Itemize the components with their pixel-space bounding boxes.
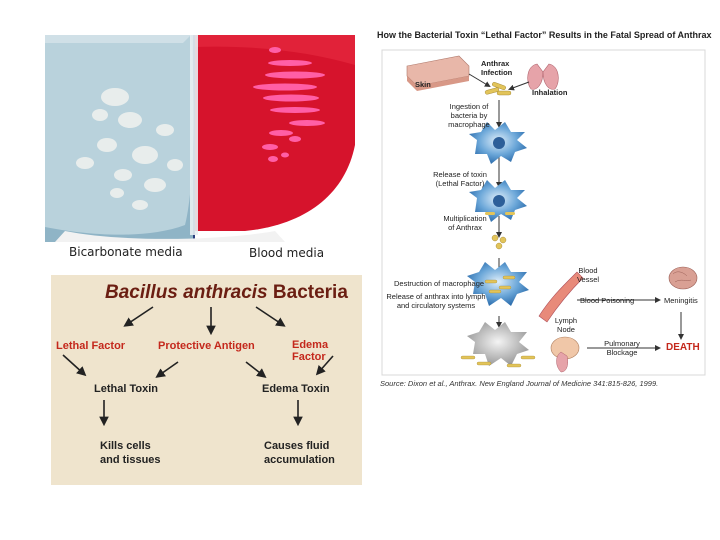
multiplication-dots — [491, 234, 507, 250]
blood-media-caption: Blood media — [249, 246, 325, 260]
release-lymph-label: Release of anthrax into lymph and circul… — [384, 292, 488, 310]
multiplication-line2: of Anthrax — [448, 223, 482, 232]
release-toxin-line1: Release of toxin — [433, 170, 487, 179]
release-toxin-label: Release of toxin (Lethal Factor) — [425, 170, 495, 188]
lymph-node-line2: Node — [557, 325, 575, 334]
macrophage-4 — [460, 322, 536, 368]
petri-dish-photo — [45, 35, 355, 242]
pathway-title-rest: Bacteria — [267, 282, 348, 303]
pulmonary-label: Pulmonary Blockage — [599, 339, 645, 357]
lymph-node-line1: Lymph — [554, 316, 578, 325]
ingestion-line2: bacteria by — [450, 111, 488, 120]
pulmonary-line2: Blockage — [606, 348, 638, 357]
lethal-toxin-label: Lethal Toxin — [94, 383, 158, 395]
lymph-node-label: Lymph Node — [551, 316, 581, 334]
toxin-pathway-diagram: Bacillus anthracis Bacteria Lethal Facto… — [51, 275, 362, 485]
multiplication-label: Multiplication of Anthrax — [435, 214, 495, 232]
lethal-factor-label: Lethal Factor — [56, 340, 126, 352]
causes-fluid-line2: accumulation — [264, 454, 335, 466]
lungs-illustration — [527, 63, 559, 90]
blood-vessel-label: Blood Vessel — [573, 266, 603, 284]
arrow-ef-to-edema-toxin — [315, 355, 334, 376]
ingestion-label: Ingestion of bacteria by macrophage — [439, 102, 499, 129]
macrophage-3 — [467, 262, 529, 306]
skin-illustration — [406, 55, 470, 91]
release-toxin-line2: (Lethal Factor) — [435, 179, 485, 188]
bicarbonate-media-caption: Bicarbonate media — [69, 245, 183, 259]
arrow-to-edema-factor — [255, 306, 286, 327]
source-citation: Source: Dixon et al., Anthrax. New Engla… — [380, 379, 659, 388]
ingestion-line1: Ingestion of — [449, 102, 489, 111]
pathway-title-species: Bacillus anthracis — [105, 282, 268, 303]
brain-illustration — [668, 266, 698, 290]
protective-antigen-label: Protective Antigen — [158, 340, 255, 352]
arrow-to-lethal-factor — [123, 306, 154, 327]
bacteria-cluster — [484, 82, 512, 96]
anthrax-infection-line2: Infection — [481, 68, 513, 77]
blood-vessel-line1: Blood — [578, 266, 598, 275]
edema-factor-label: Edema Factor — [292, 339, 329, 363]
spread-illustration — [381, 49, 706, 376]
pulmonary-illustration — [556, 351, 568, 373]
spread-title: How the Bacterial Toxin “Lethal Factor” … — [377, 30, 712, 40]
causes-fluid-line1: Causes fluid — [264, 440, 330, 452]
kills-cells-label: Kills cells and tissues — [100, 439, 161, 467]
blood-vessel-illustration — [538, 271, 584, 323]
multiplication-line1: Multiplication — [443, 214, 487, 223]
macrophage-2 — [469, 180, 527, 222]
anthrax-infection-label: Anthrax Infection — [481, 59, 512, 77]
release-lymph-line1: Release of anthrax into lymph — [386, 292, 486, 301]
anthrax-infection-line1: Anthrax — [481, 59, 510, 68]
arrow-pa-to-lethal-toxin — [155, 361, 179, 378]
pulmonary-line1: Pulmonary — [604, 339, 640, 348]
inhalation-label: Inhalation — [532, 88, 568, 97]
pathway-title: Bacillus anthracis Bacteria — [105, 282, 348, 304]
anthrax-spread-figure: How the Bacterial Toxin “Lethal Factor” … — [377, 26, 712, 396]
death-label: DEATH — [666, 342, 700, 353]
macrophage-1 — [469, 122, 527, 164]
ingestion-line3: macrophage — [448, 120, 490, 129]
blood-poisoning-label: Blood Poisoning — [580, 296, 635, 305]
edema-toxin-label: Edema Toxin — [262, 383, 330, 395]
kills-cells-line2: and tissues — [100, 454, 161, 466]
release-lymph-line2: and circulatory systems — [396, 301, 476, 310]
blood-vessel-line2: Vessel — [576, 275, 600, 284]
pathway-arrows — [62, 306, 334, 427]
skin-label: Skin — [415, 80, 431, 89]
destruction-label: Destruction of macrophage — [394, 279, 485, 288]
arrow-pa-to-edema-toxin — [245, 361, 267, 378]
causes-fluid-label: Causes fluid accumulation — [264, 439, 335, 467]
arrow-lf-to-lethal-toxin — [62, 354, 87, 377]
meningitis-label: Meningitis — [664, 296, 698, 305]
kills-cells-line1: Kills cells — [100, 440, 151, 452]
